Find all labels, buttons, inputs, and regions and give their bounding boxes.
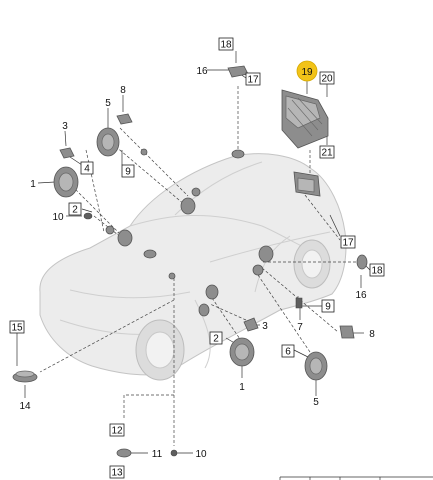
callout-3-left: 3 [62, 121, 68, 132]
callout-17-top: 17 [245, 72, 261, 86]
svg-text:12: 12 [111, 426, 123, 437]
svg-text:3: 3 [62, 121, 68, 132]
svg-text:9: 9 [125, 167, 131, 178]
callout-16-top: 16 [196, 66, 208, 77]
callout-6: 6 [281, 344, 295, 358]
center-speaker-mount [116, 448, 178, 458]
svg-text:9: 9 [325, 302, 331, 313]
callout-9-right: 9 [321, 299, 335, 313]
svg-text:14: 14 [19, 401, 31, 412]
bracket-right [339, 325, 355, 339]
small-screw-right [295, 297, 303, 309]
callout-17-right: 17 [340, 235, 356, 249]
callout-21: 21 [319, 145, 335, 159]
callout-9-left: 9 [121, 164, 135, 178]
svg-text:18: 18 [371, 266, 383, 277]
callout-2-left: 2 [68, 202, 82, 216]
svg-text:17: 17 [247, 75, 259, 86]
callout-3-right: 3 [262, 321, 268, 332]
svg-text:3: 3 [262, 321, 268, 332]
speaker-holder [12, 370, 38, 383]
tweeter-left [116, 113, 133, 125]
svg-text:5: 5 [105, 98, 111, 109]
svg-text:11: 11 [152, 449, 163, 460]
callout-19-highlight: 19 [296, 60, 318, 82]
callout-5-left: 5 [105, 98, 111, 109]
callout-10-bottom: 10 [195, 449, 207, 460]
callout-4: 4 [80, 161, 94, 175]
callout-18-right: 18 [369, 263, 385, 277]
callout-7: 7 [297, 322, 303, 333]
svg-text:20: 20 [321, 74, 333, 85]
front-wheel [135, 319, 185, 381]
svg-text:17: 17 [342, 238, 354, 249]
svg-text:5: 5 [313, 397, 319, 408]
svg-text:2: 2 [213, 334, 219, 345]
svg-text:8: 8 [369, 329, 375, 340]
svg-text:19: 19 [301, 67, 313, 78]
callout-14: 14 [19, 401, 31, 412]
callout-2-right: 2 [209, 331, 223, 345]
callout-11: 11 [152, 449, 163, 460]
woofer-rear-right [304, 351, 328, 381]
rear-wheel [293, 239, 331, 289]
dashed-guides [39, 86, 356, 446]
amplifier-bracket [293, 171, 321, 197]
svg-text:4: 4 [84, 164, 90, 175]
svg-text:6: 6 [285, 347, 291, 358]
callout-10-left: 10 [52, 212, 64, 223]
callout-16-right: 16 [355, 290, 367, 301]
amplifier-module [281, 89, 329, 149]
car-body [39, 153, 347, 376]
callout-1-left: 1 [30, 179, 36, 190]
speaker-front-door-left [96, 127, 120, 157]
svg-text:8: 8 [120, 85, 126, 96]
dashboard-speakers [105, 148, 245, 259]
svg-text:1: 1 [30, 179, 36, 190]
callout-5-right: 5 [313, 397, 319, 408]
woofer-front-right [229, 337, 255, 367]
tweeter-rear-quarter [243, 317, 259, 332]
callout-8-left: 8 [120, 85, 126, 96]
callout-20: 20 [319, 71, 335, 85]
svg-text:21: 21 [321, 148, 333, 159]
small-fastener-left [83, 212, 93, 220]
svg-text:7: 7 [297, 322, 303, 333]
callout-18-top: 18 [218, 37, 234, 51]
svg-text:18: 18 [220, 40, 232, 51]
svg-text:2: 2 [72, 205, 78, 216]
tweeter-top-rear [227, 65, 249, 78]
callout-12: 12 [109, 423, 125, 437]
svg-text:10: 10 [195, 449, 207, 460]
svg-text:13: 13 [111, 468, 123, 479]
svg-text:1: 1 [239, 382, 245, 393]
callout-8-right: 8 [369, 329, 375, 340]
svg-text:15: 15 [11, 323, 23, 334]
woofer-front-left [53, 166, 79, 198]
callout-15: 15 [9, 320, 25, 334]
tweeter-mirror-left [59, 147, 75, 159]
svg-text:16: 16 [355, 290, 367, 301]
tweeter-right-rear [356, 254, 368, 270]
callout-1-right: 1 [239, 382, 245, 393]
svg-text:16: 16 [196, 66, 208, 77]
rear-door-speakers [168, 245, 274, 317]
callout-13: 13 [109, 465, 125, 479]
svg-text:10: 10 [52, 212, 64, 223]
